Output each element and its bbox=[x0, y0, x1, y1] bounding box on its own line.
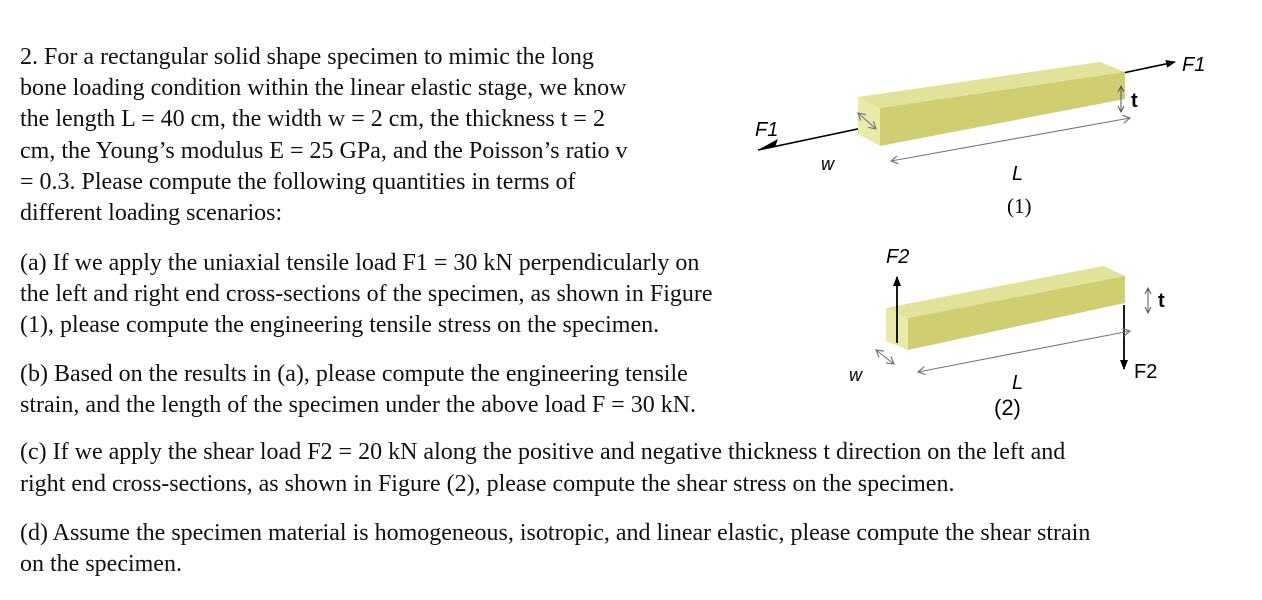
t-label-2: t bbox=[1158, 290, 1165, 312]
f2-label-top: F2 bbox=[886, 246, 909, 268]
figure-1-caption: (1) bbox=[1007, 194, 1032, 218]
length-arrow-2 bbox=[916, 327, 1132, 376]
intro-line: cm, the Young’s modulus E = 25 GPa, and … bbox=[20, 138, 628, 164]
intro-line: = 0.3. Please compute the following quan… bbox=[20, 169, 576, 195]
intro-line: 2. For a rectangular solid shape specime… bbox=[20, 44, 594, 70]
l-label-2: L bbox=[1012, 372, 1023, 394]
width-arrow-2 bbox=[875, 349, 895, 365]
part-a-line: (1), please compute the engineering tens… bbox=[20, 312, 660, 338]
f1-label-right: F1 bbox=[1182, 54, 1205, 76]
figure-2-caption: (2) bbox=[994, 395, 1021, 420]
length-arrow-1 bbox=[889, 114, 1132, 165]
f2-label-bottom: F2 bbox=[1134, 361, 1157, 383]
intro-line: different loading scenarios: bbox=[20, 200, 283, 226]
w-label-2: w bbox=[849, 365, 863, 385]
figure-1: F1 F1 w L t (1) bbox=[755, 54, 1205, 218]
part-d-line: on the specimen. bbox=[20, 551, 182, 577]
part-c-line: right end cross-sections, as shown in Fi… bbox=[20, 471, 955, 497]
part-b-line: strain, and the length of the specimen u… bbox=[20, 392, 697, 418]
part-b-line: (b) Based on the results in (a), please … bbox=[20, 361, 688, 387]
w-label-1: w bbox=[821, 154, 835, 174]
width-arrow-1 bbox=[857, 112, 877, 130]
t-label-1: t bbox=[1131, 90, 1138, 112]
intro-line: the length L = 40 cm, the width w = 2 cm… bbox=[20, 106, 605, 132]
intro-line: bone loading condition within the linear… bbox=[20, 75, 627, 101]
f1-label-left: F1 bbox=[755, 119, 778, 141]
specimen-bar-2 bbox=[886, 266, 1125, 350]
part-c-line: (c) If we apply the shear load F2 = 20 k… bbox=[20, 439, 1066, 465]
part-d-line: (d) Assume the specimen material is homo… bbox=[20, 520, 1091, 546]
l-label-1: L bbox=[1012, 163, 1023, 185]
part-a-line: the left and right end cross-sections of… bbox=[20, 281, 713, 307]
figure-2: F2 F2 w L t (2) bbox=[849, 246, 1165, 420]
part-a-line: (a) If we apply the uniaxial tensile loa… bbox=[20, 250, 700, 276]
specimen-bar-1 bbox=[858, 62, 1125, 146]
